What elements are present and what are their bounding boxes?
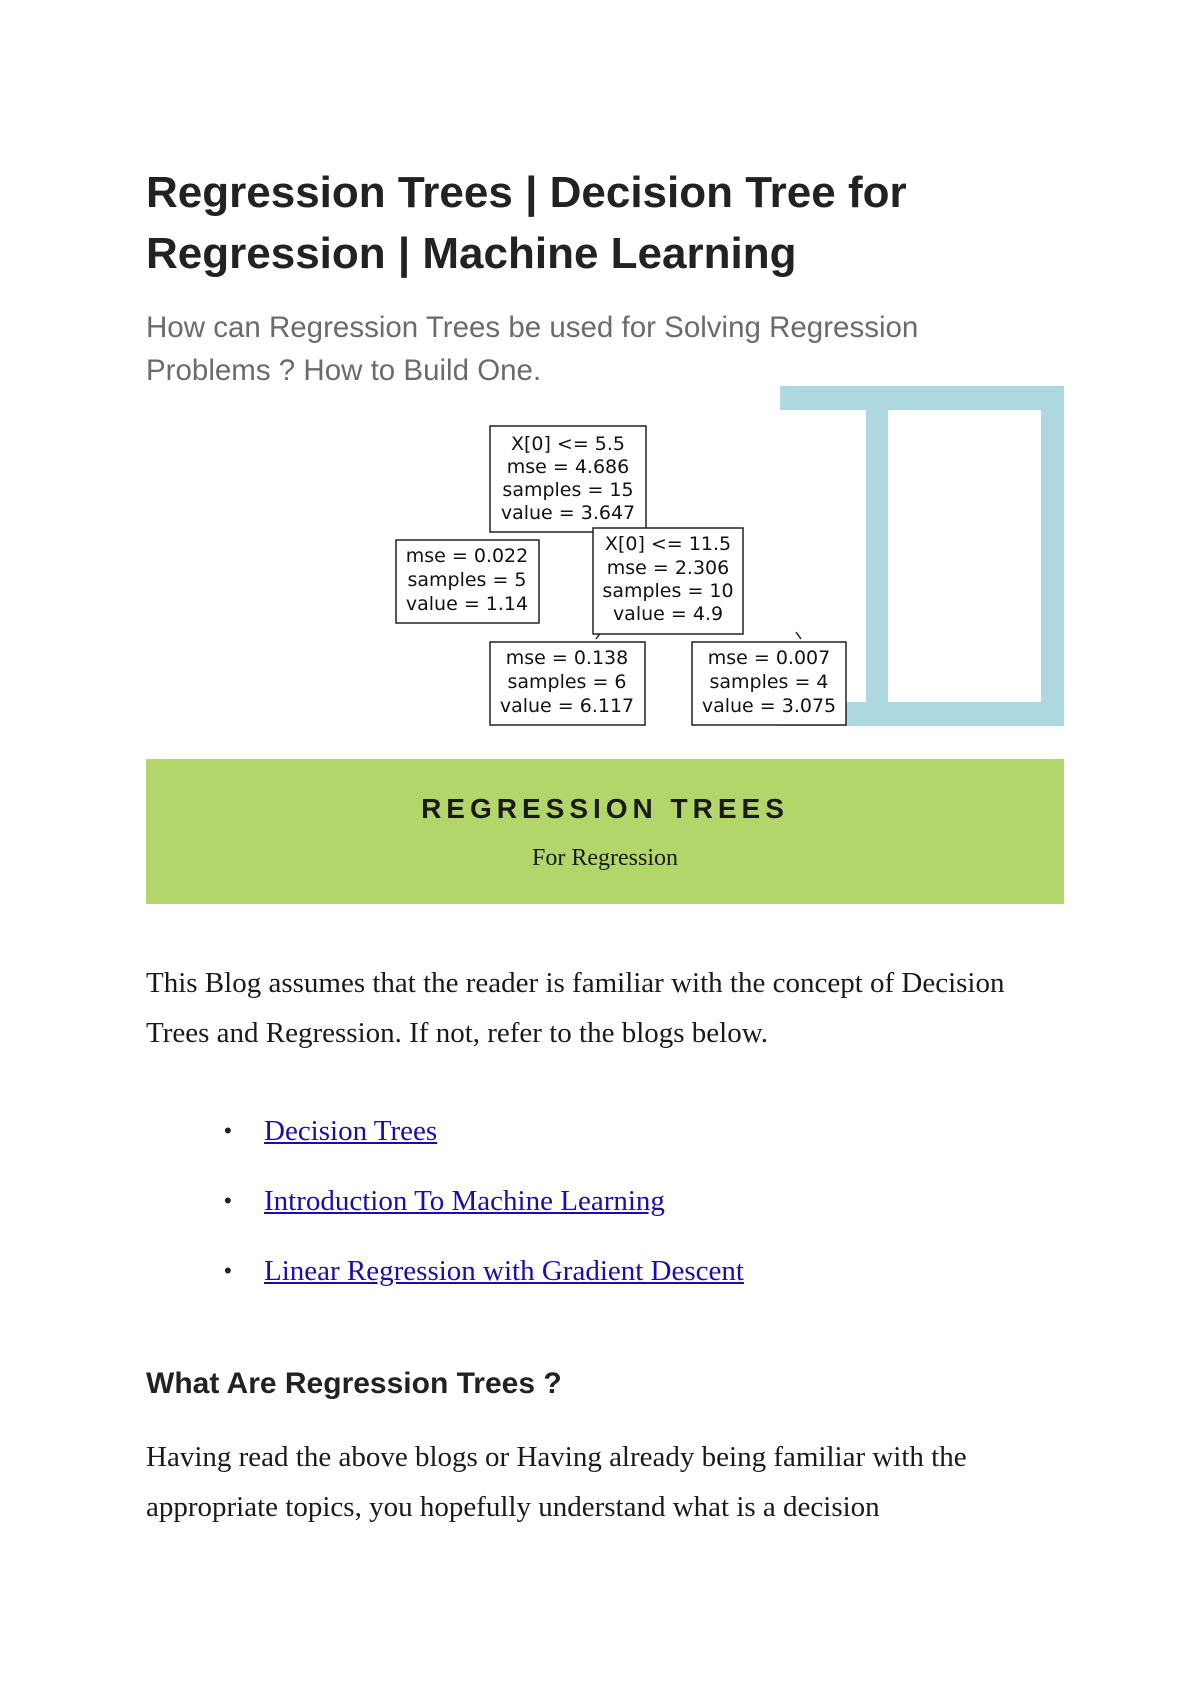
hero-graphic: X[0] <= 5.5 mse = 4.686 samples = 15 val… — [395, 386, 1064, 726]
node-line: samples = 10 — [602, 580, 733, 602]
bullet-icon: • — [224, 1188, 232, 1213]
node-line: X[0] <= 5.5 — [511, 433, 625, 455]
node-line: mse = 0.007 — [708, 647, 831, 669]
related-links-list: • Decision Trees • Introduction To Machi… — [146, 1096, 1064, 1306]
node-line: mse = 0.022 — [406, 545, 529, 567]
hero-banner: REGRESSION TREES For Regression — [146, 759, 1064, 904]
node-line: samples = 15 — [502, 479, 633, 501]
hero-image: X[0] <= 5.5 mse = 4.686 samples = 15 val… — [146, 386, 1064, 904]
node-line: value = 1.14 — [406, 593, 528, 615]
node-line: value = 4.9 — [613, 603, 723, 625]
link-decision-trees[interactable]: Decision Trees — [264, 1115, 438, 1147]
node-line: value = 3.647 — [501, 502, 635, 524]
node-line: value = 6.117 — [500, 695, 634, 717]
tree-node-right-left-leaf: mse = 0.138 samples = 6 value = 6.117 — [489, 641, 646, 726]
bullet-icon: • — [224, 1258, 232, 1283]
banner-title: REGRESSION TREES — [421, 793, 789, 824]
list-item: • Linear Regression with Gradient Descen… — [146, 1236, 1064, 1306]
node-line: samples = 4 — [709, 671, 828, 693]
tree-node-root: X[0] <= 5.5 mse = 4.686 samples = 15 val… — [489, 425, 647, 533]
section-paragraph: Having read the above blogs or Having al… — [146, 1441, 967, 1523]
article-title: Regression Trees | Decision Tree for Reg… — [146, 168, 907, 278]
tree-node-right-split: X[0] <= 11.5 mse = 2.306 samples = 10 va… — [592, 527, 744, 635]
bullet-icon: • — [224, 1118, 232, 1143]
tree-node-left-leaf: mse = 0.022 samples = 5 value = 1.14 — [395, 539, 540, 624]
section-heading: What Are Regression Trees ? — [146, 1367, 562, 1400]
banner-subtitle: For Regression — [532, 845, 678, 871]
node-line: mse = 2.306 — [607, 557, 730, 579]
node-line: mse = 4.686 — [507, 456, 630, 478]
node-line: X[0] <= 11.5 — [605, 533, 731, 555]
node-line: samples = 5 — [407, 569, 526, 591]
tree-node-right-right-leaf: mse = 0.007 samples = 4 value = 3.075 — [691, 641, 847, 726]
list-item: • Introduction To Machine Learning — [146, 1166, 1064, 1236]
node-line: value = 3.075 — [702, 695, 836, 717]
node-line: samples = 6 — [507, 671, 626, 693]
intro-paragraph: This Blog assumes that the reader is fam… — [146, 967, 1005, 1049]
article-subtitle: How can Regression Trees be used for Sol… — [146, 311, 919, 387]
link-intro-machine-learning[interactable]: Introduction To Machine Learning — [264, 1185, 665, 1217]
list-item: • Decision Trees — [146, 1096, 1064, 1166]
link-linear-regression[interactable]: Linear Regression with Gradient Descent — [264, 1255, 744, 1287]
node-line: mse = 0.138 — [506, 647, 629, 669]
